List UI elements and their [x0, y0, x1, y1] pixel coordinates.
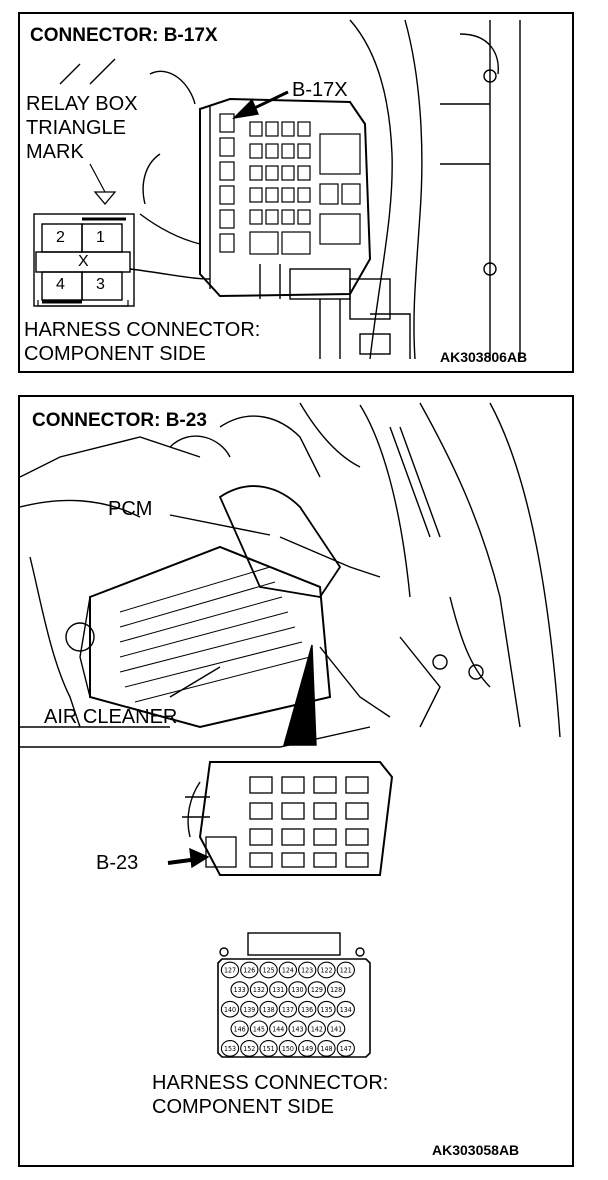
pin-cavity [336, 1000, 355, 1018]
pin-number: 144 [272, 1025, 284, 1033]
pin-cavity [317, 1000, 336, 1018]
pin-number: 148 [320, 1045, 332, 1053]
pin-cavity [326, 981, 346, 998]
pin-cavity [220, 1040, 240, 1057]
harness-label-line1: HARNESS CONNECTOR: [24, 319, 261, 341]
panel-title: CONNECTOR: B-17X [30, 25, 218, 46]
relay-box-label-line1: RELAY BOX [26, 93, 138, 115]
pin-number: 145 [253, 1025, 265, 1033]
connector-callout-label: B-17X [292, 79, 348, 101]
pin-cavity [259, 961, 278, 979]
connector-b23-panel: 127 126 125 124 123 122 121 133 132 131 130 129 128 1… [18, 395, 574, 1167]
pin-cavity [278, 1000, 298, 1018]
pin-number: 3 [96, 276, 105, 293]
pin-number: 132 [253, 986, 265, 994]
pin-number: 2 [56, 229, 65, 246]
pin-marker: X [78, 253, 89, 270]
panel-title: CONNECTOR: B-23 [32, 410, 207, 431]
pin-number: 151 [263, 1045, 275, 1053]
pin-number: 125 [263, 967, 275, 975]
relay-box-label-line2: TRIANGLE [26, 117, 127, 139]
pin-number: 123 [301, 967, 313, 975]
pin-number: 140 [224, 1006, 236, 1014]
pin-cavity [269, 1020, 288, 1038]
pin-number: 131 [272, 986, 284, 994]
pin-cavity [220, 961, 240, 979]
pin-cavity [317, 961, 336, 979]
pin-cavity [336, 961, 355, 979]
pin-cavity [240, 1000, 259, 1018]
connector-b17x-panel: CONNECTOR: B-17X B-17X RELAY BOX TRIANGL… [18, 12, 574, 373]
pin-number: 135 [320, 1006, 332, 1014]
pin-number: 122 [320, 967, 332, 975]
pcm-label: PCM [108, 498, 153, 520]
pin-number: 136 [301, 1006, 313, 1014]
pin-number: 133 [234, 986, 246, 994]
pin-cavity [240, 1040, 259, 1057]
pin-cavity [278, 1040, 298, 1057]
b23-pin-grid: 127 126 125 124 123 122 121 133 132 131 130 129 128 1… [220, 961, 355, 1057]
pin-cavity [307, 1020, 327, 1038]
pin-number: 142 [311, 1025, 323, 1033]
pin-cavity [298, 1040, 317, 1057]
pin-number: 146 [234, 1025, 246, 1033]
relay-box-label-line3: MARK [26, 141, 84, 163]
connector-callout-label: B-23 [96, 852, 139, 874]
pin-cavity [240, 961, 259, 979]
harness-label-line2: COMPONENT SIDE [152, 1096, 334, 1118]
pin-number: 139 [243, 1006, 255, 1014]
pin-number: 121 [340, 967, 352, 975]
pin-cavity [278, 961, 298, 979]
pin-number: 128 [330, 986, 342, 994]
pin-cavity [317, 1040, 336, 1057]
relay-box-illustration [33, 19, 521, 360]
pin-cavity [259, 1000, 278, 1018]
pin-cavity [298, 1000, 317, 1018]
pin-cavity [298, 961, 317, 979]
pin-number: 127 [224, 967, 236, 975]
pin-cavity [230, 1020, 249, 1038]
pin-cavity [269, 981, 288, 998]
harness-label-line1: HARNESS CONNECTOR: [152, 1072, 389, 1094]
pin-number: 130 [292, 986, 304, 994]
pin-number: 143 [292, 1025, 304, 1033]
pin-number: 124 [282, 967, 294, 975]
pin-number: 137 [282, 1006, 294, 1014]
pin-number: 150 [282, 1045, 294, 1053]
figure-code: AK303058AB [432, 1142, 520, 1158]
harness-label-line2: COMPONENT SIDE [24, 343, 206, 365]
pin-cavity [230, 981, 249, 998]
pin-cavity [336, 1040, 355, 1057]
pin-number: 138 [263, 1006, 275, 1014]
pin-cavity [288, 1020, 307, 1038]
pin-number: 129 [311, 986, 323, 994]
pin-cavity [249, 981, 269, 998]
pin-cavity [220, 1000, 240, 1018]
pin-cavity [259, 1040, 278, 1057]
pin-number: 1 [96, 229, 105, 246]
pin-number: 126 [243, 967, 255, 975]
air-cleaner-label: AIR CLEANER [44, 706, 178, 728]
pin-cavity [326, 1020, 346, 1038]
pin-number: 134 [340, 1006, 352, 1014]
pin-number: 141 [330, 1025, 342, 1033]
figure-code: AK303806AB [440, 349, 528, 365]
pin-number: 149 [301, 1045, 313, 1053]
pcm-location-illustration [20, 402, 561, 1058]
pin-cavity [288, 981, 307, 998]
pin-number: 4 [56, 276, 65, 293]
pin-cavity [307, 981, 327, 998]
pin-number: 152 [243, 1045, 255, 1053]
pin-cavity [249, 1020, 269, 1038]
pin-number: 147 [340, 1045, 352, 1053]
pin-number: 153 [224, 1045, 236, 1053]
